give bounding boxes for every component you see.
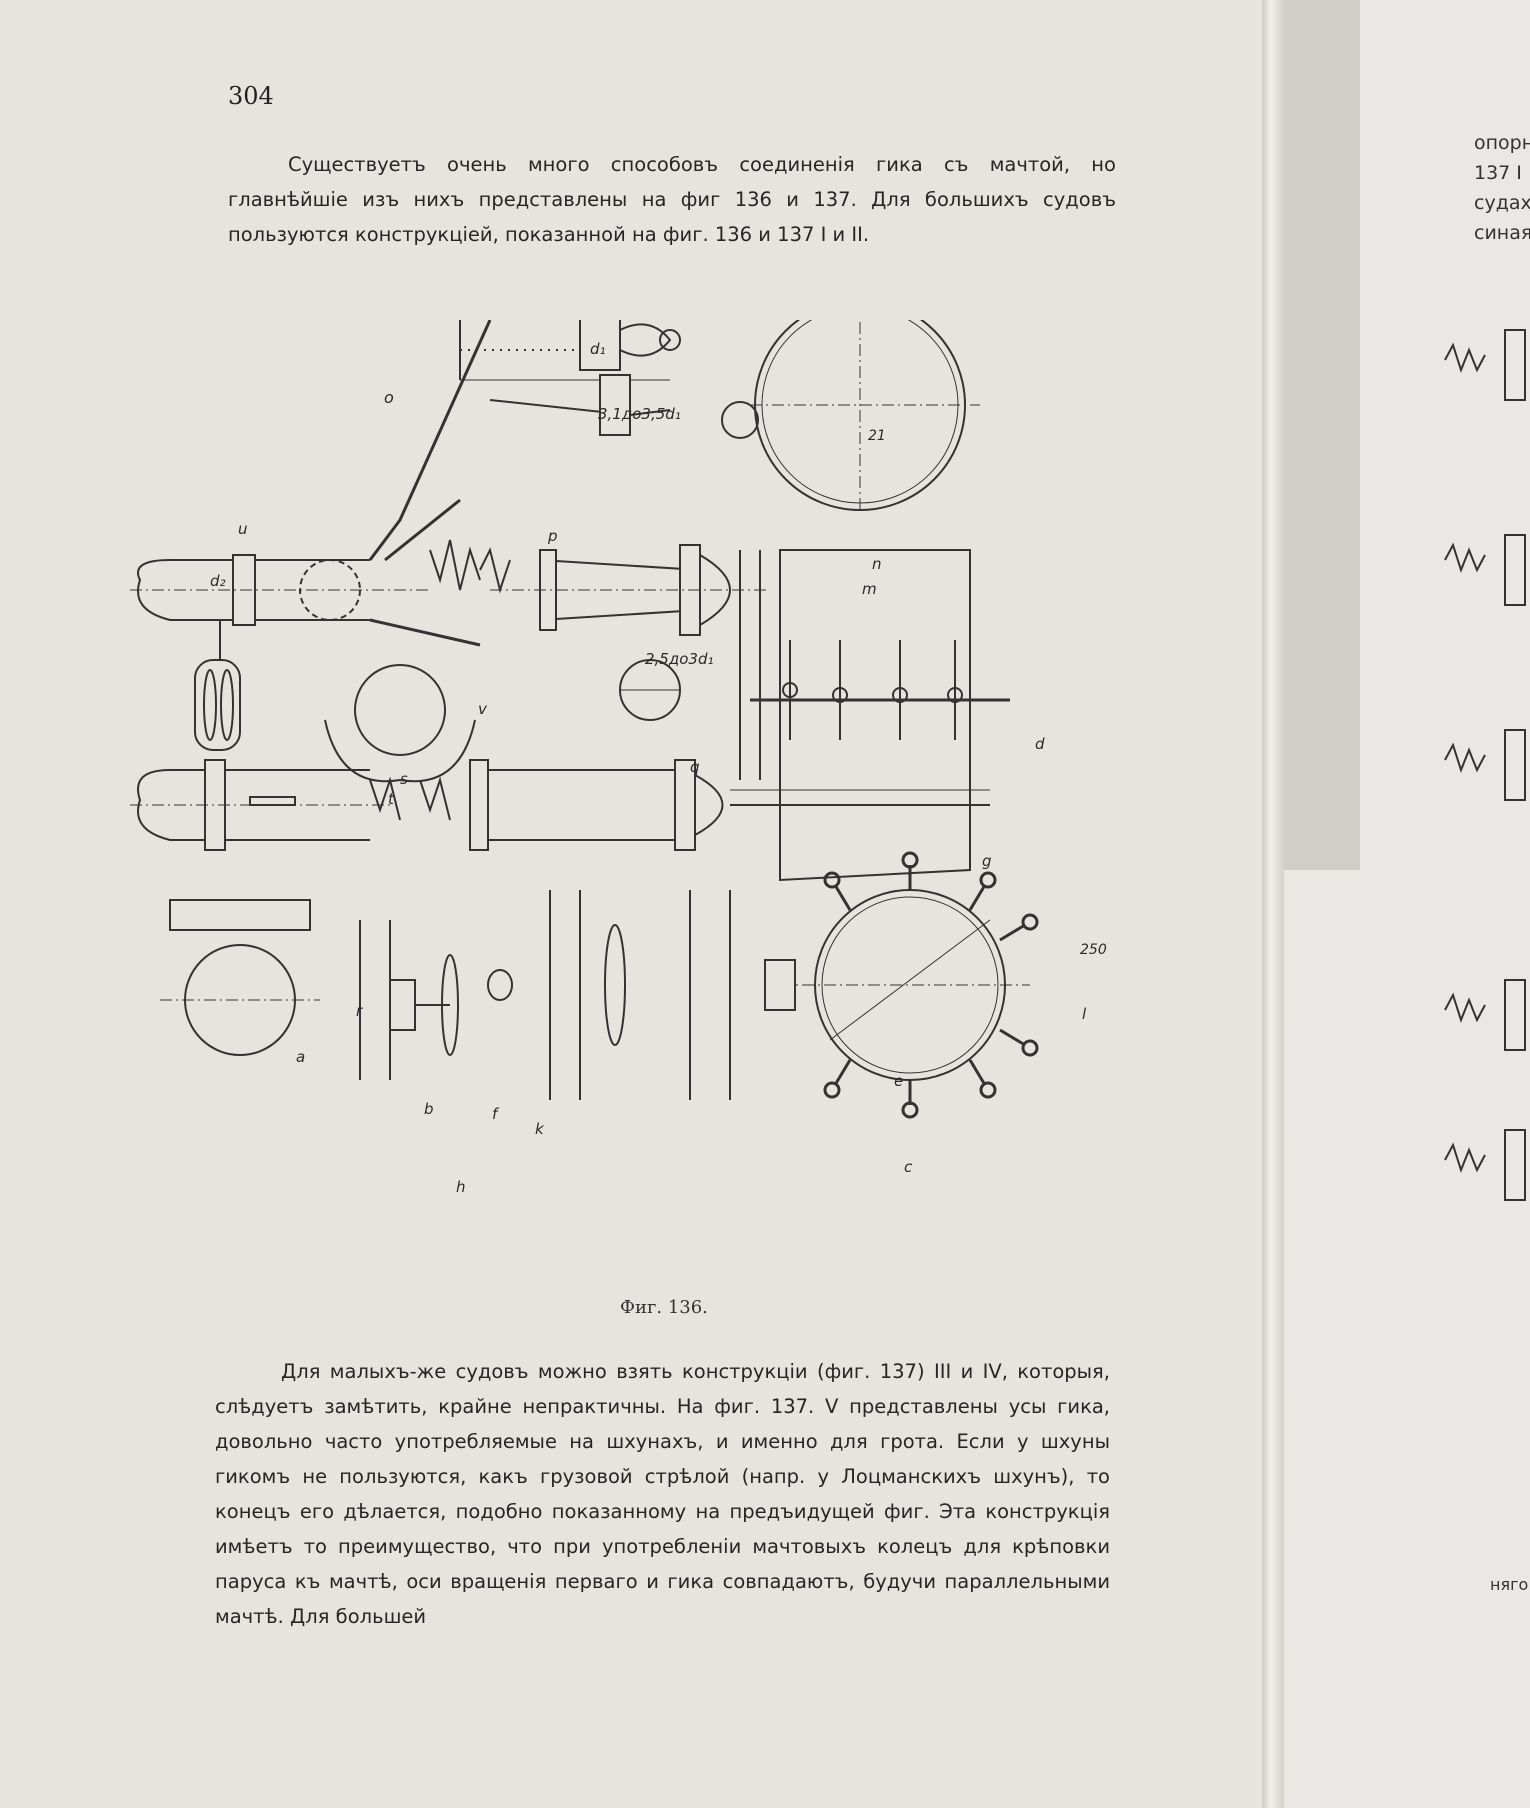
gooseneck-detail-top	[459, 320, 681, 436]
label-k: k	[535, 1120, 544, 1138]
boom-assembly-top	[130, 320, 492, 751]
label-e: e	[894, 1072, 904, 1090]
label-q: q	[690, 758, 700, 776]
label-d2: d₂	[210, 572, 226, 590]
facing-line-bottom: няго	[1490, 1575, 1529, 1594]
label-a: a	[296, 1048, 306, 1066]
facing-page-drawing	[1444, 329, 1526, 1201]
mast-ring-bottom	[764, 851, 1039, 1119]
paragraph-intro: Существуетъ очень много способовъ соедин…	[228, 153, 1116, 246]
label-h: h	[456, 1178, 466, 1196]
label-r: r	[356, 1002, 363, 1020]
boom-assembly-middle	[479, 544, 770, 636]
label-dim-top: 3,1до3,5d₁	[598, 405, 681, 423]
label-g: g	[982, 852, 992, 870]
boom-assembly-bottom	[130, 759, 990, 851]
label-o: o	[384, 388, 394, 407]
label-t: t	[388, 790, 394, 808]
facing-line-4: синая	[1474, 222, 1530, 244]
label-s: s	[400, 770, 408, 788]
label-250: 250	[1080, 942, 1107, 958]
label-d1: d₁	[590, 340, 606, 358]
clamp-details-bottom	[160, 890, 731, 1100]
book-spine	[1262, 0, 1284, 1808]
figure-caption: Фиг. 136.	[620, 1297, 708, 1318]
label-v: v	[478, 700, 487, 718]
label-b: b	[424, 1100, 434, 1118]
facing-line-1: опорн	[1474, 132, 1530, 154]
page-number: 304	[228, 82, 274, 110]
technical-drawing-fig-136	[130, 320, 1039, 1119]
mast-ring-top	[721, 320, 980, 511]
label-dim-mid: 2,5до3d₁	[645, 650, 714, 668]
facing-page-shadow	[1284, 0, 1360, 870]
label-f: f	[492, 1105, 498, 1123]
paragraph-main: Для малыхъ-же судовъ можно взять констру…	[215, 1360, 1110, 1628]
label-u: u	[238, 520, 248, 538]
facing-line-3: судах	[1474, 192, 1530, 214]
facing-line-2: 137 I	[1474, 162, 1522, 184]
label-n: n	[872, 555, 882, 573]
label-d: d	[1035, 735, 1045, 753]
label-m: m	[862, 580, 877, 598]
facing-page-text: опорн 137 I судах синая	[1474, 128, 1530, 248]
section-views	[324, 659, 681, 783]
label-l: l	[1082, 1005, 1087, 1023]
label-c: c	[904, 1158, 913, 1176]
label-21: 21	[868, 428, 886, 444]
label-p: p	[548, 527, 558, 545]
mast-with-hoops	[739, 549, 1010, 882]
